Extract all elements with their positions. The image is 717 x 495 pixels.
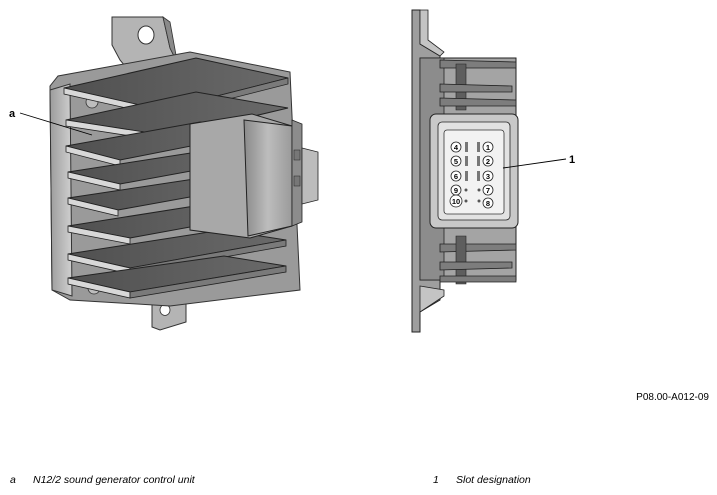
pin-label-10: 10 [452, 197, 460, 206]
pin-6 [450, 170, 462, 182]
pin-7 [482, 184, 494, 196]
pin-label-1: 1 [486, 143, 490, 152]
pin-label-8: 8 [486, 199, 490, 208]
pin-8 [482, 197, 494, 209]
pin-3 [482, 170, 494, 182]
legend-text-a: N12/2 sound generator control unit [33, 474, 195, 486]
legend-key-a: a [10, 474, 16, 486]
tab-hole [137, 25, 155, 45]
pin-label-2: 2 [486, 157, 490, 166]
pin-10 [449, 194, 463, 208]
pin-1 [482, 141, 494, 153]
pin-label-5: 5 [454, 157, 458, 166]
pin-label-7: 7 [486, 186, 490, 195]
legend-text-1: Slot designation [456, 474, 531, 486]
callout-1-label: 1 [569, 154, 575, 166]
pin-label-4: 4 [454, 143, 459, 152]
pin-2 [482, 155, 494, 167]
pin-slots [449, 141, 494, 209]
pin-4 [450, 141, 462, 153]
pin-5 [450, 155, 462, 167]
callout-a-label: a [9, 108, 16, 120]
connector-housing [189, 113, 319, 239]
figure-code: P08.00-A012-09 [636, 392, 709, 403]
pin-label-3: 3 [486, 172, 490, 181]
control-unit-perspective [49, 16, 319, 331]
callout-1-leader [502, 158, 567, 169]
pin-label-9: 9 [454, 186, 458, 195]
callout-a-leader [19, 112, 93, 136]
legend-key-1: 1 [433, 474, 439, 486]
control-unit-side-view: 4 1 5 2 6 3 9 7 10 8 [411, 9, 519, 333]
pin-label-6: 6 [454, 172, 458, 181]
